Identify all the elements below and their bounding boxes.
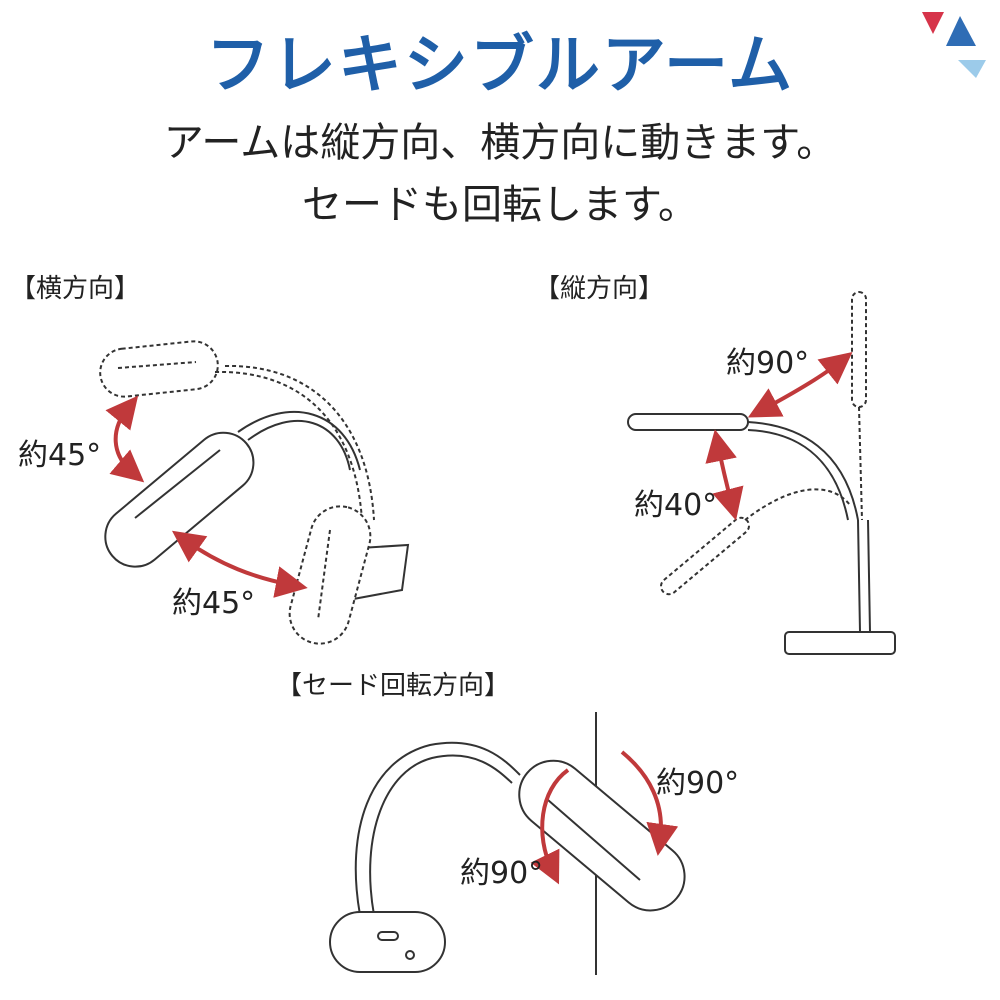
- subtitle-line-1: アームは縦方向、横方向に動きます。: [163, 120, 837, 166]
- arrow-v-1: [747, 352, 853, 418]
- horizontal-lamp: [99, 340, 410, 645]
- page-title: フレキシブルアーム: [205, 29, 795, 103]
- angle-s-2: 約90°: [460, 856, 544, 891]
- angle-v-2: 約40°: [634, 488, 718, 523]
- light-triangle-icon: [958, 60, 986, 78]
- shade-rotation-lamp: [329, 712, 686, 975]
- arrow-s-1: [620, 750, 679, 856]
- blue-triangle-icon: [946, 16, 976, 46]
- label-shade-rotation: 【セード回転方向】: [276, 671, 511, 701]
- arrow-h-1: [105, 395, 145, 483]
- angle-v-1: 約90°: [726, 346, 810, 381]
- red-triangle-icon: [922, 12, 944, 34]
- angle-s-1: 約90°: [656, 766, 740, 801]
- angle-h-1: 約45°: [18, 438, 102, 473]
- label-vertical: 【縦方向】: [534, 274, 665, 304]
- vertical-lamp: [627, 291, 896, 655]
- angle-h-2: 約45°: [172, 586, 256, 621]
- arrow-v-2: [705, 429, 744, 521]
- arrow-h-2: [171, 530, 308, 598]
- subtitle-line-2: セードも回転します。: [302, 182, 698, 228]
- label-horizontal: 【横方向】: [10, 274, 141, 304]
- arrow-s-2: [530, 768, 570, 885]
